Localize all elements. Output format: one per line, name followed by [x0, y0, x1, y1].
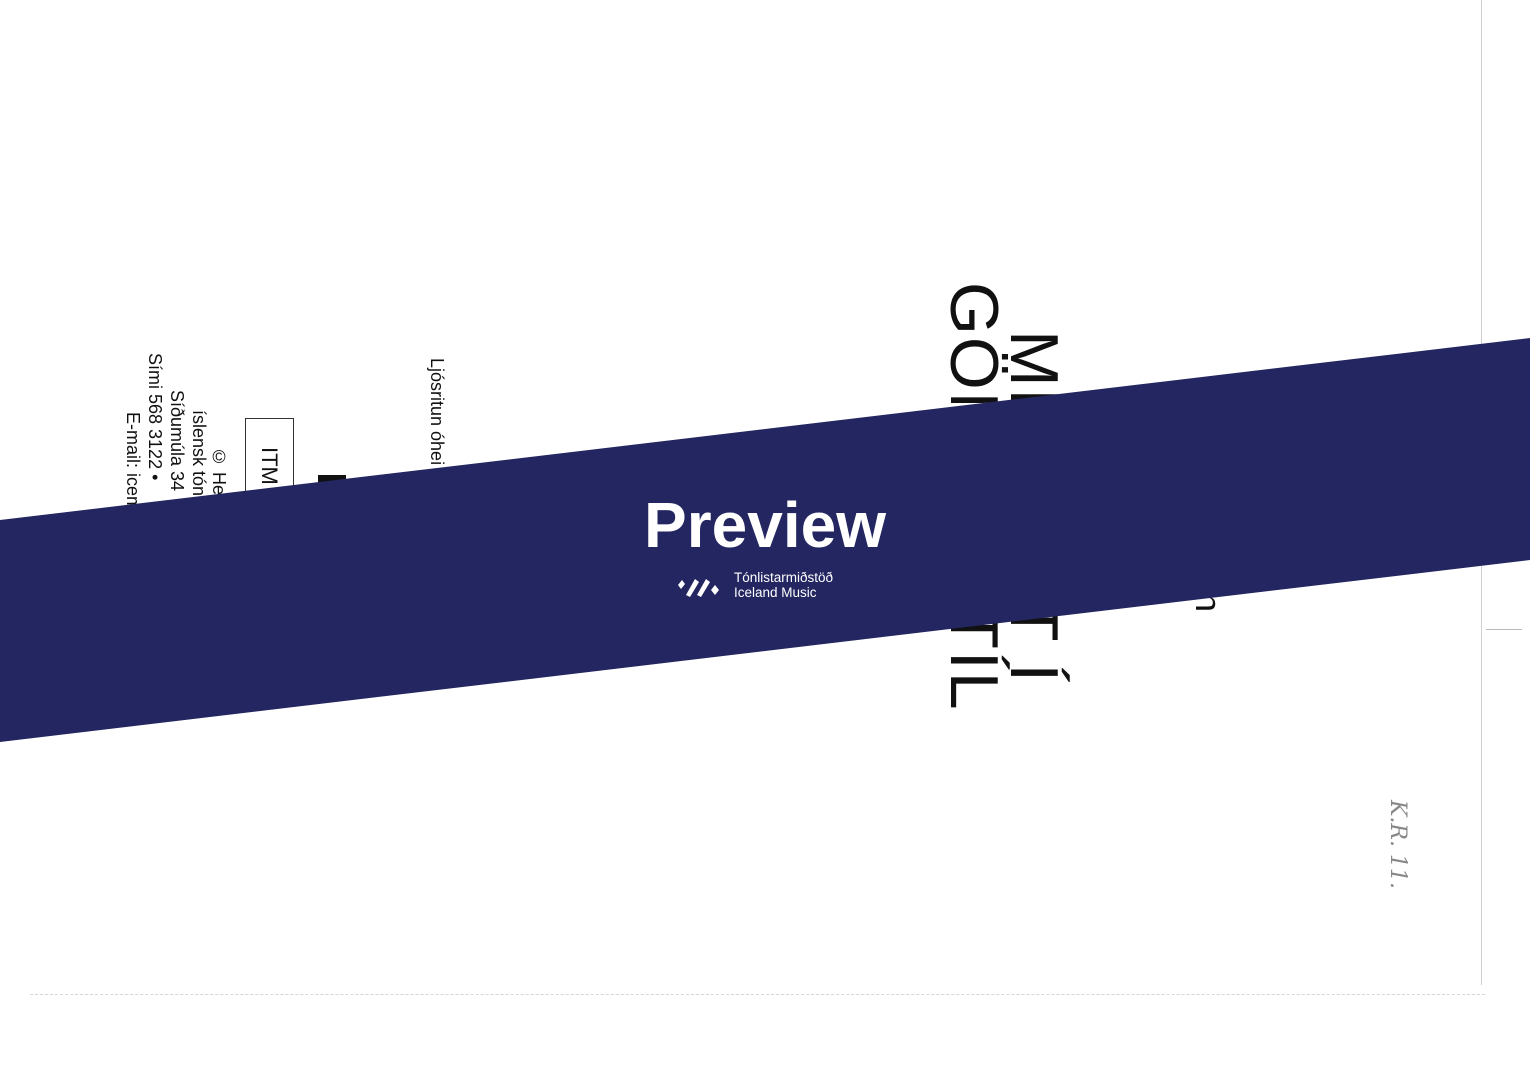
brand-subtitle: Iceland Music: [734, 585, 817, 600]
handwritten-note: K.R. 11.: [1385, 800, 1410, 889]
title-line-2-end: STÍL: [936, 560, 1012, 712]
page-bottom-edge: [30, 994, 1485, 995]
brand-name: Tónlistarmiðstöð: [734, 570, 834, 585]
copy-notice: Ljósritun óhei: [427, 358, 447, 466]
title-line-2-start: GÖN: [936, 282, 1012, 443]
publisher-line: íslensk tón: [189, 410, 209, 497]
itm-label: ITM: [257, 447, 282, 485]
brand-mark-icon: [678, 579, 719, 597]
brand-logo: Tónlistarmiðstöð Iceland Music: [676, 570, 833, 600]
address-line: Síðumúla 34: [167, 390, 187, 492]
author-name: n: [1188, 592, 1229, 613]
phone-line: Sími 568 3122 •: [145, 353, 165, 481]
preview-label: Preview: [644, 489, 886, 561]
margin-tick: [1486, 629, 1522, 630]
